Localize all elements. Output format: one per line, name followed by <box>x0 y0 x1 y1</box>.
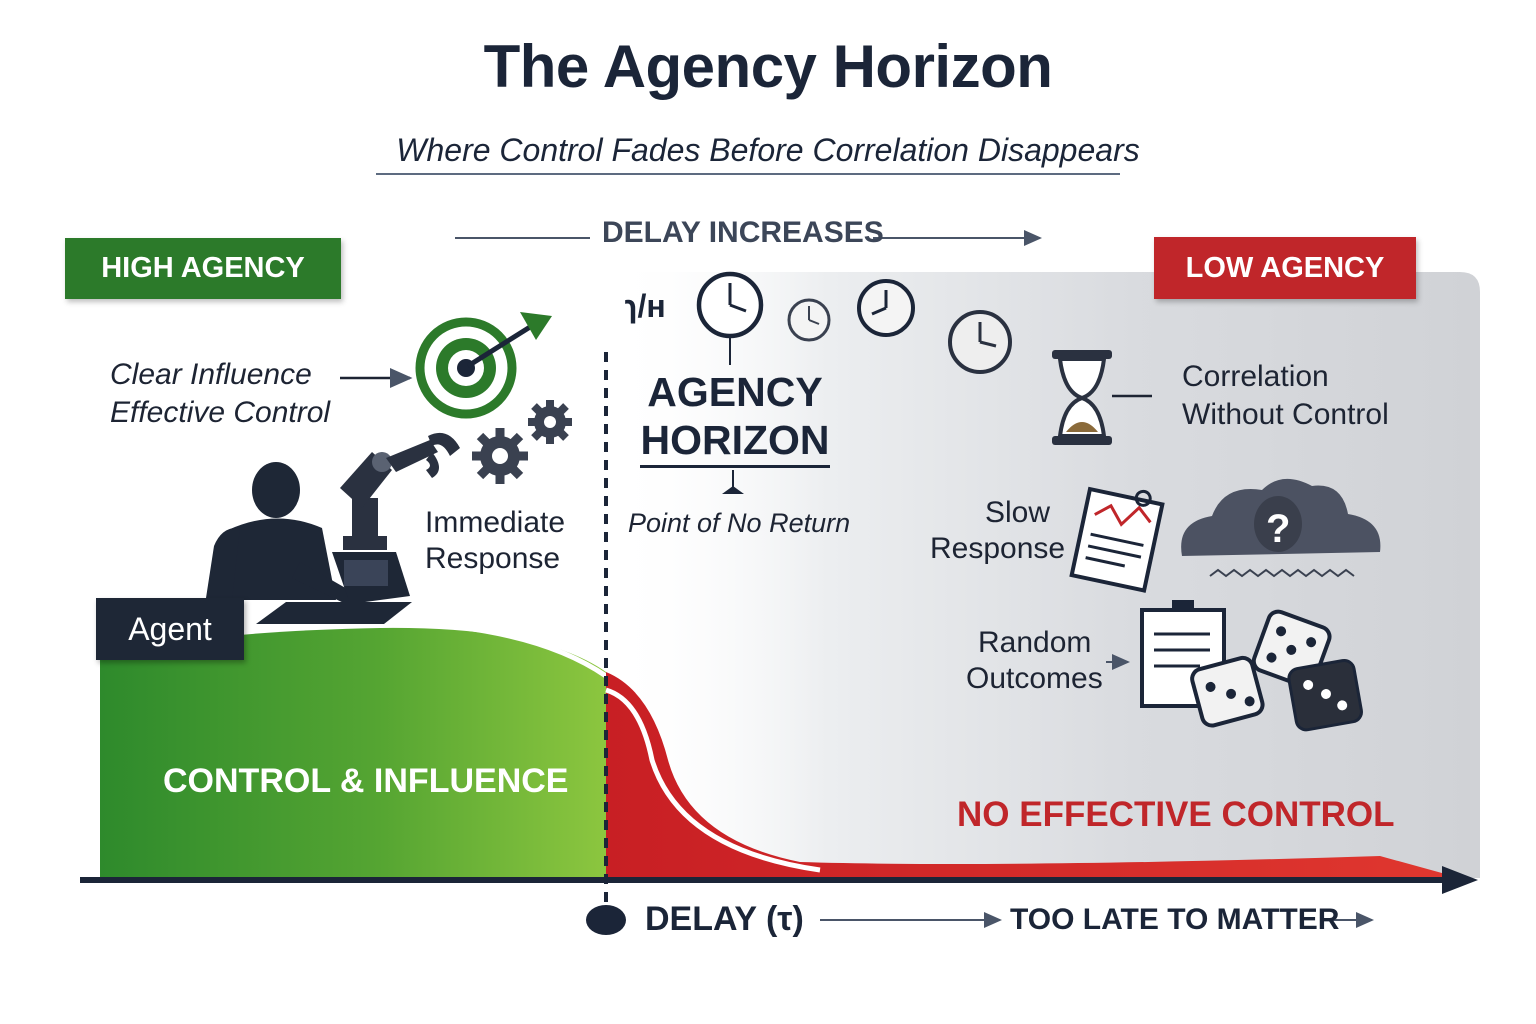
agency-horizon-line2: HORIZON <box>640 417 830 468</box>
decay-area <box>606 672 1460 878</box>
effective-control-label: Effective Control <box>110 396 331 429</box>
agency-horizon-line1: AGENCY <box>647 369 823 415</box>
slow-response-line1: Slow <box>985 496 1051 529</box>
axis-arrowhead <box>1442 866 1478 894</box>
hourglass-icon <box>1052 350 1152 445</box>
gears-icon <box>472 400 572 484</box>
clear-influence-label: Clear Influence <box>110 358 312 391</box>
page-subtitle: Where Control Fades Before Correlation D… <box>396 132 1140 168</box>
low-agency-panel <box>610 272 1480 878</box>
robot-arm-icon <box>340 432 460 550</box>
delay-increases-label: DELAY INCREASES <box>602 216 884 249</box>
low-agency-badge: LOW AGENCY <box>1154 237 1416 299</box>
random-outcomes-line2: Outcomes <box>966 662 1103 695</box>
agency-horizon-label: AGENCY HORIZON <box>610 368 860 468</box>
high-agency-area <box>100 627 606 878</box>
origin-dot <box>586 905 626 935</box>
immediate-response-line1: Immediate <box>425 506 566 539</box>
agent-silhouette-icon <box>206 462 412 624</box>
slow-response-line2: Response <box>930 532 1066 565</box>
clock-icon <box>696 271 1012 374</box>
svg-text:?: ? <box>1266 507 1290 551</box>
immediate-response-line2: Response <box>425 542 561 575</box>
random-outcomes-line1: Random <box>978 626 1092 659</box>
horizon-glyph: ɿ/ʜ <box>625 288 666 324</box>
delay-axis-label: DELAY (τ) <box>645 900 804 938</box>
point-of-no-return-label: Point of No Return <box>628 508 851 538</box>
correlation-line1: Correlation <box>1182 360 1329 393</box>
correlation-line2: Without Control <box>1182 398 1389 431</box>
page-title: The Agency Horizon <box>483 33 1053 100</box>
high-agency-badge: HIGH AGENCY <box>65 238 341 299</box>
subtitle-underline <box>376 173 1120 175</box>
too-late-label: TOO LATE TO MATTER <box>1010 903 1340 936</box>
target-icon <box>415 312 552 419</box>
control-influence-label: CONTROL & INFLUENCE <box>163 762 569 800</box>
storm-cloud-icon: ? <box>1181 478 1381 578</box>
chart-clipboard-icon <box>1069 486 1165 593</box>
agent-label: Agent <box>96 598 244 660</box>
no-effective-control-label: NO EFFECTIVE CONTROL <box>957 795 1395 834</box>
dice-icon <box>1140 600 1363 732</box>
